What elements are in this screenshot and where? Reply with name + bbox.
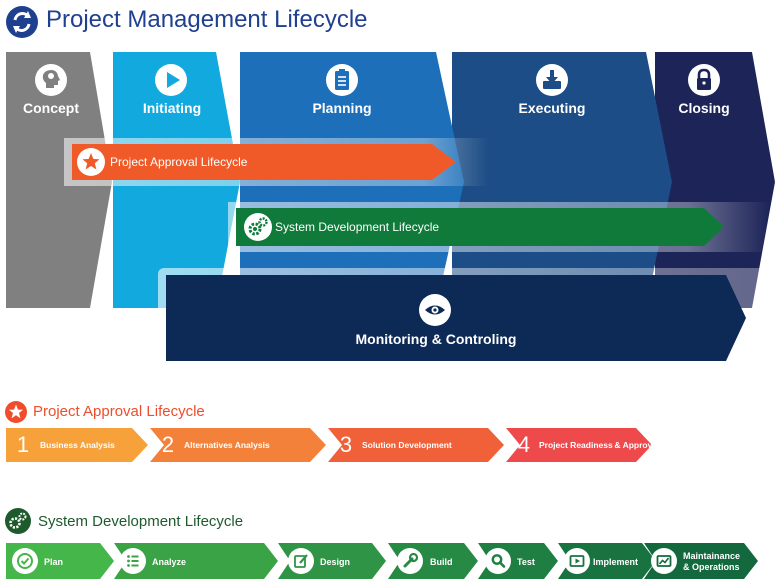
approval-step-2-label: Alternatives Analysis	[184, 440, 270, 450]
approval-step-4	[506, 428, 652, 462]
sdl-step-test-label: Test	[517, 557, 535, 567]
sdl-step-analyze-label: Analyze	[152, 557, 187, 567]
star-icon	[77, 148, 105, 176]
wrench-icon	[397, 548, 423, 574]
star-icon	[5, 401, 27, 423]
phase-label-executing: Executing	[518, 100, 586, 116]
sdl-step-maintenance-label: Maintainance & Operations	[683, 551, 741, 572]
approval-step-1-number: 1	[16, 432, 30, 457]
eye-icon	[419, 294, 451, 326]
approval-steps	[6, 428, 652, 462]
system-development-label: System Development Lifecycle	[275, 220, 440, 234]
clipboard-icon	[326, 64, 358, 96]
approval-step-3-number: 3	[339, 432, 353, 457]
page-title: Project Management Lifecycle	[46, 6, 368, 33]
approval-step-4-label: Project Readiness & Approval	[539, 440, 660, 450]
lifecycle-refresh-icon	[6, 6, 38, 38]
magnifier-icon	[485, 548, 511, 574]
check-circle-icon	[12, 548, 38, 574]
approval-step-1-label: Business Analysis	[40, 440, 115, 450]
approval-step-3	[328, 428, 504, 462]
approval-section-title: Project Approval Lifecycle	[33, 403, 205, 420]
play-icon	[155, 64, 187, 96]
sdl-step-plan-label: Plan	[44, 557, 64, 567]
sdl-step-design-label: Design	[320, 557, 351, 567]
phase-label-initiating: Initiating	[142, 100, 202, 116]
gears-icon	[244, 213, 272, 241]
phase-label-planning: Planning	[312, 100, 372, 116]
phase-label-closing: Closing	[678, 100, 730, 116]
chart-icon	[651, 548, 677, 574]
phase-label-concept: Concept	[23, 100, 79, 116]
list-icon	[120, 548, 146, 574]
approval-step-1	[6, 428, 148, 462]
gears-icon	[5, 508, 31, 534]
monitoring-bar	[166, 275, 746, 361]
phase-diagram	[6, 52, 775, 368]
lightbulb-head-icon	[35, 64, 67, 96]
monitoring-label: Monitoring & Controling	[355, 331, 517, 347]
inbox-download-icon	[536, 64, 568, 96]
lock-icon	[688, 64, 720, 96]
phase-concept	[6, 52, 112, 308]
project-approval-bar	[72, 144, 456, 180]
sdl-section-title: System Development Lifecycle	[38, 513, 244, 530]
sdl-step-analyze	[114, 543, 278, 579]
video-icon	[564, 548, 590, 574]
approval-step-2-number: 2	[161, 432, 175, 457]
approval-step-2	[150, 428, 326, 462]
approval-step-4-number: 4	[517, 432, 531, 457]
edit-icon	[288, 548, 314, 574]
sdl-step-build-label: Build	[430, 557, 453, 567]
approval-step-3-label: Solution Development	[362, 440, 452, 450]
project-approval-label: Project Approval Lifecycle	[110, 155, 248, 169]
sdl-step-implement-label: Implement	[593, 557, 639, 567]
system-development-bar	[236, 208, 724, 246]
